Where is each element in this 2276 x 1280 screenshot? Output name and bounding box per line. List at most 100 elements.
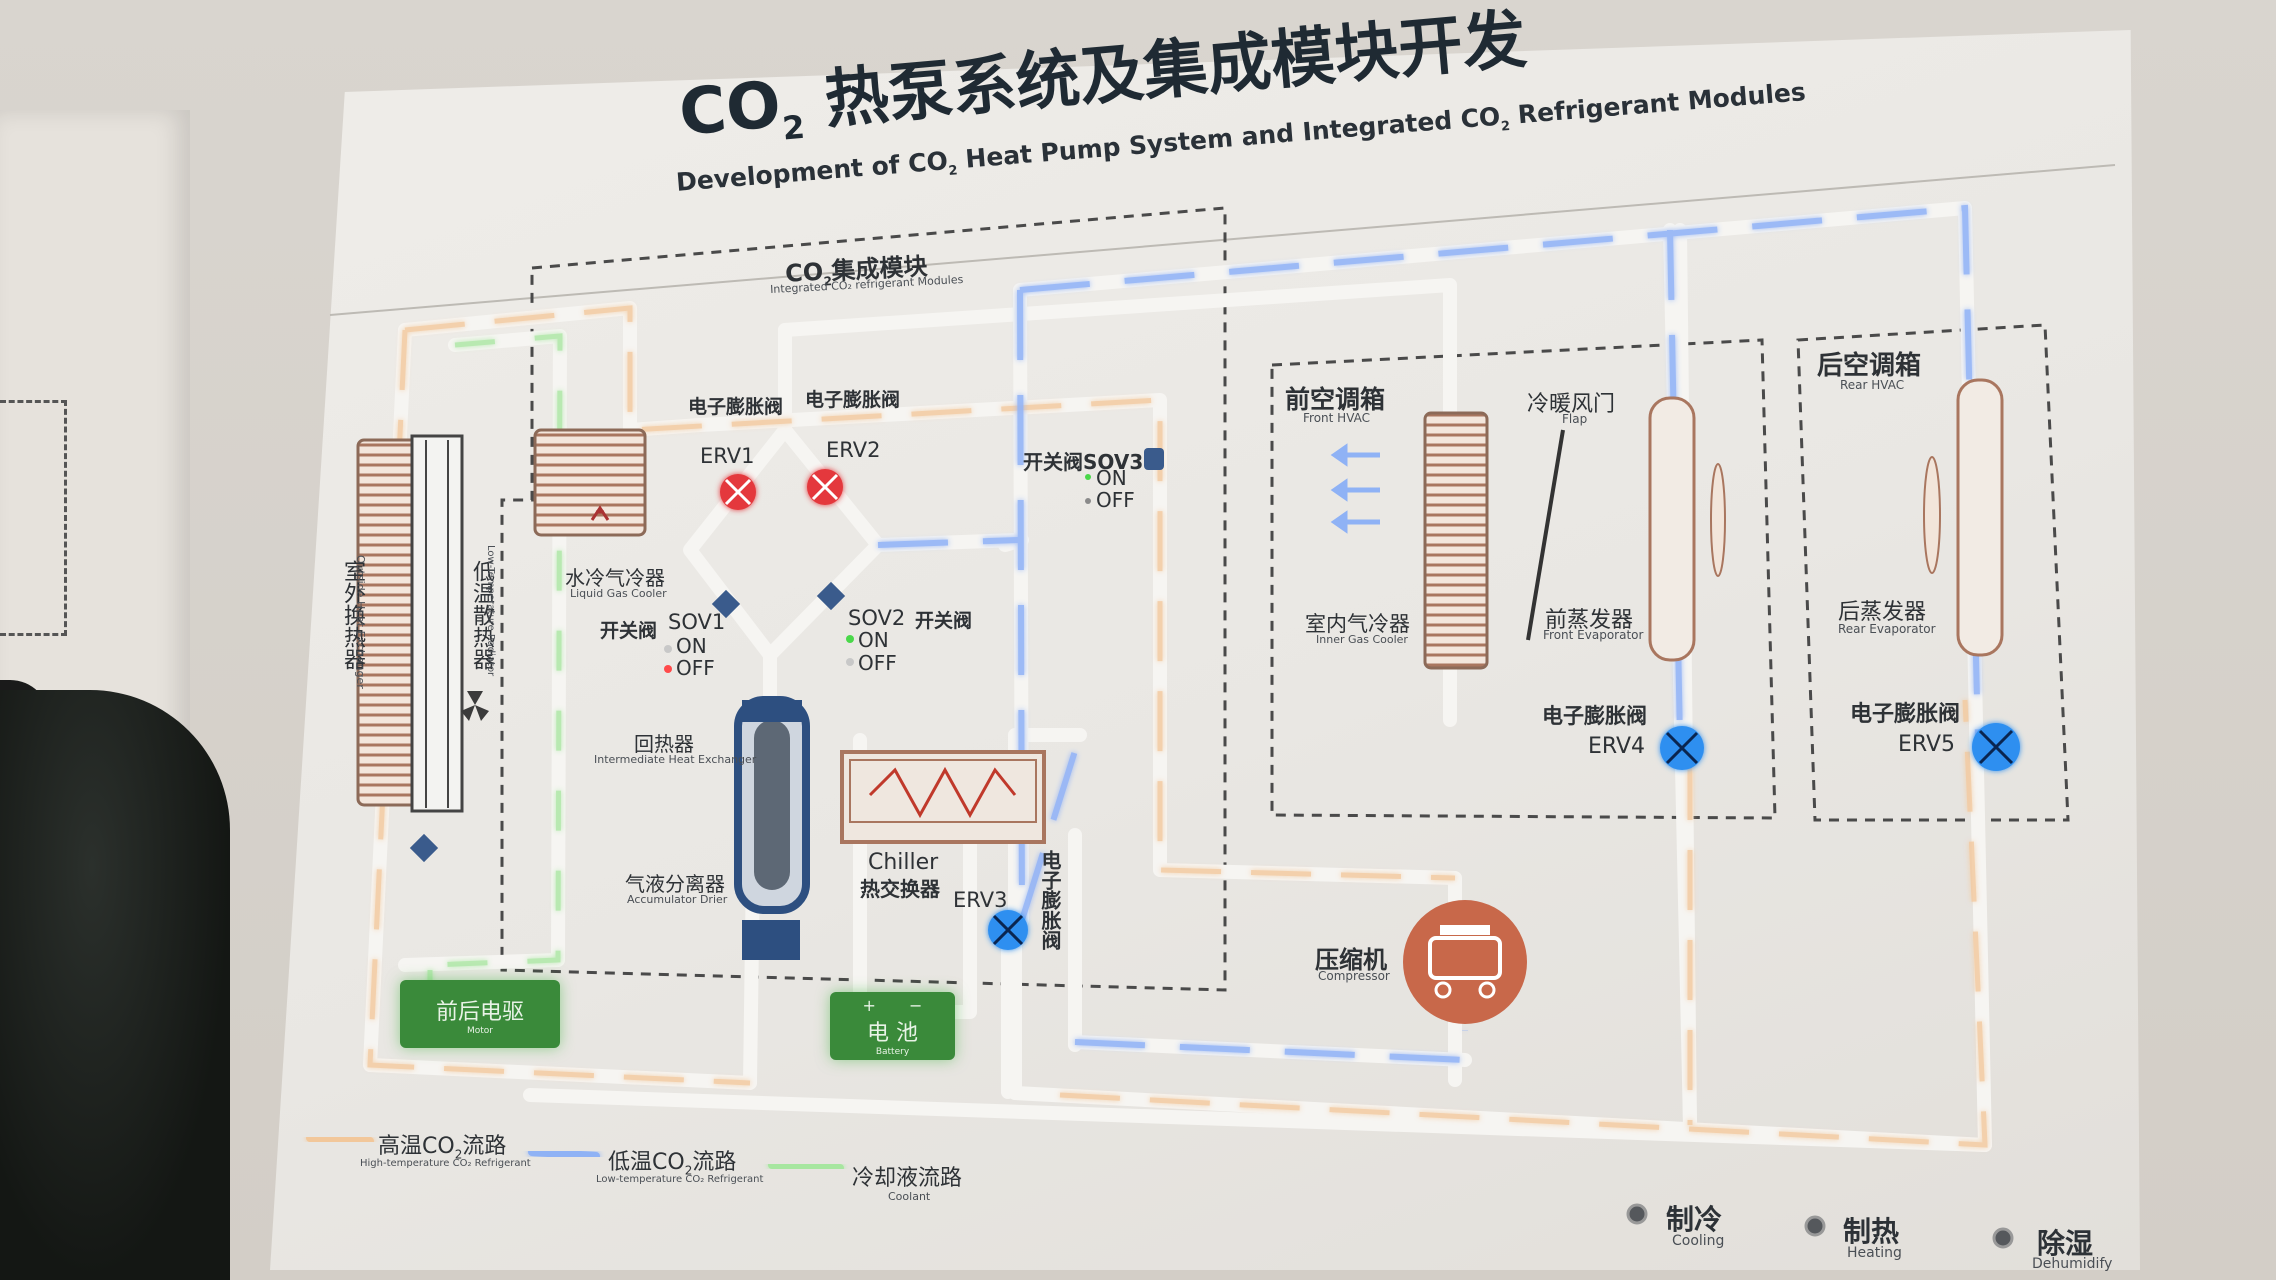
erv2-type-label: 电子膨胀阀 [805, 389, 901, 411]
flap-label: 冷暖风门 [1527, 392, 1616, 417]
ihx-label-en: Intermediate Heat Exchanger [594, 753, 757, 766]
radiator-fan-icon [461, 691, 489, 721]
battery-plus: + [862, 996, 876, 1015]
motor-box: 前后电驱 Motor [400, 980, 560, 1048]
sov3-off-indicator [1085, 498, 1091, 504]
visitor-silhouette [0, 690, 230, 1280]
erv5-label: ERV5 [1898, 732, 1956, 757]
sov2-off-indicator [846, 658, 854, 666]
chiller-label-cn: 热交换器 [860, 877, 940, 901]
erv5-type-label: 电子膨胀阀 [1850, 702, 1961, 727]
sov2-off-label: OFF [858, 651, 897, 675]
compressor-label: 压缩机 [1315, 946, 1387, 974]
lt-radiator-label-en: Low-Temperature Radiator [485, 545, 496, 677]
sov1-valve-icon [711, 589, 741, 619]
front-evaporator [1648, 396, 1696, 662]
erv4-label: ERV4 [1588, 734, 1646, 759]
sov1-off-label: OFF [676, 656, 715, 680]
display-board [270, 30, 2140, 1270]
legend-swatch-hot [306, 1134, 374, 1145]
rear-fan-icon [1923, 456, 1941, 574]
rear-evaporator [1956, 378, 2004, 657]
erv3-type-label: 电子膨胀阀 [1038, 850, 1062, 950]
compressor-icon [1403, 900, 1527, 1024]
mode-dehumidify-label-en: Dehumidify [2032, 1256, 2113, 1272]
sov1-label: SOV1 [668, 610, 726, 634]
sov2-on-label: ON [858, 628, 889, 652]
mode-dehumidify-button[interactable] [1992, 1227, 2014, 1249]
battery-label-en: Battery [875, 1047, 910, 1057]
legend-swatch-coolant [768, 1161, 844, 1172]
inner-gas-cooler-label-en: Inner Gas Cooler [1316, 633, 1408, 646]
header-divider [329, 164, 2116, 316]
compressor-label-en: Compressor [1318, 969, 1390, 983]
accumulator-drier [734, 696, 810, 960]
front-evaporator-label-en: Front Evaporator [1543, 628, 1644, 642]
pipe-network [363, 201, 1992, 1152]
erv5-valve-icon [1972, 723, 2020, 771]
mode-heating-button[interactable] [1804, 1215, 1826, 1237]
flap-icon [1526, 429, 1565, 641]
sov2-on-indicator [846, 635, 854, 643]
rear-hvac-subtitle: Rear HVAC [1840, 378, 1905, 392]
erv2-label: ERV2 [826, 438, 881, 462]
legend-coolant-label-en: Coolant [888, 1190, 931, 1203]
legend-coolant-label: 冷却液流路 [852, 1166, 963, 1191]
mode-cooling-button[interactable] [1626, 1203, 1648, 1225]
front-hvac-dashed-box [1270, 338, 1777, 820]
sov3-label: 开关阀SOV3 [1023, 450, 1144, 474]
left-panel-dashed-outline [0, 400, 67, 636]
legend-cold-label-en: Low-temperature CO₂ Refrigerant [596, 1174, 764, 1185]
battery-label: 电 池 [867, 1021, 918, 1046]
liquid-gas-cooler [533, 428, 647, 537]
front-hvac-subtitle: Front HVAC [1303, 411, 1371, 425]
liquid-gas-cooler-label: 水冷气冷器 [565, 566, 665, 590]
front-fan-icon [1710, 463, 1726, 577]
sov1-off-indicator [664, 665, 672, 673]
sov3-on-indicator [1085, 474, 1091, 480]
flap-label-en: Flap [1562, 412, 1588, 426]
erv1-label: ERV1 [700, 444, 755, 468]
erv3-valve-icon [988, 910, 1028, 950]
mode-dehumidify-label: 除湿 [2037, 1227, 2094, 1260]
mode-heating-label-en: Heating [1847, 1245, 1902, 1261]
intermediate-heat-exchanger [742, 700, 802, 722]
sov3-on-label: ON [1096, 466, 1127, 490]
motor-label-en: Motor [466, 1026, 493, 1036]
front-hvac-title: 前空调箱 [1285, 385, 1386, 414]
accumulator-label-en: Accumulator Drier [627, 893, 728, 906]
legend-swatch-cold [528, 1148, 600, 1160]
sov1-on-indicator [664, 645, 672, 653]
airflow-arrows-icon [1330, 443, 1380, 534]
sov2-type-label: 开关阀 [915, 610, 973, 632]
front-evaporator-label: 前蒸发器 [1545, 608, 1634, 633]
outdoor-hx-label-en: Outside Heat Exchanger [354, 555, 367, 689]
lt-radiator-label: 低温散热器 [469, 560, 494, 670]
accumulator-label: 气液分离器 [625, 872, 725, 896]
erv4-type-label: 电子膨胀阀 [1542, 704, 1647, 728]
chiller-heat-exchanger [840, 750, 1046, 844]
sov1-on-label: ON [676, 634, 707, 658]
radiator-valve-icon [409, 833, 439, 863]
ihx-label: 回热器 [634, 732, 694, 756]
chiller-label: Chiller [868, 850, 939, 875]
legend-hot-label: 高温CO2流路 [378, 1134, 507, 1162]
sov3-off-label: OFF [1096, 488, 1135, 512]
mode-heating-label: 制热 [1843, 1215, 1900, 1248]
rear-hvac-title: 后空调箱 [1817, 351, 1922, 381]
battery-minus: − [909, 996, 923, 1015]
outdoor-hx-label: 室外换热器 [340, 560, 365, 670]
liquid-gas-cooler-label-en: Liquid Gas Cooler [570, 587, 667, 600]
erv4-valve-icon [1660, 726, 1704, 770]
inner-gas-cooler [1423, 411, 1489, 670]
rear-evaporator-label-en: Rear Evaporator [1838, 622, 1936, 636]
liquid-gas-cooler-fan-icon [590, 505, 610, 521]
sov3-valve-icon [1144, 448, 1164, 470]
inner-gas-cooler-label: 室内气冷器 [1305, 612, 1410, 636]
sov2-label: SOV2 [848, 606, 906, 630]
legend-hot-label-en: High-temperature CO₂ Refrigerant [360, 1158, 531, 1169]
sov1-type-label: 开关阀 [600, 620, 658, 642]
erv3-label: ERV3 [953, 888, 1008, 912]
sov2-valve-icon [816, 581, 846, 611]
erv1-type-label: 电子膨胀阀 [688, 396, 784, 418]
